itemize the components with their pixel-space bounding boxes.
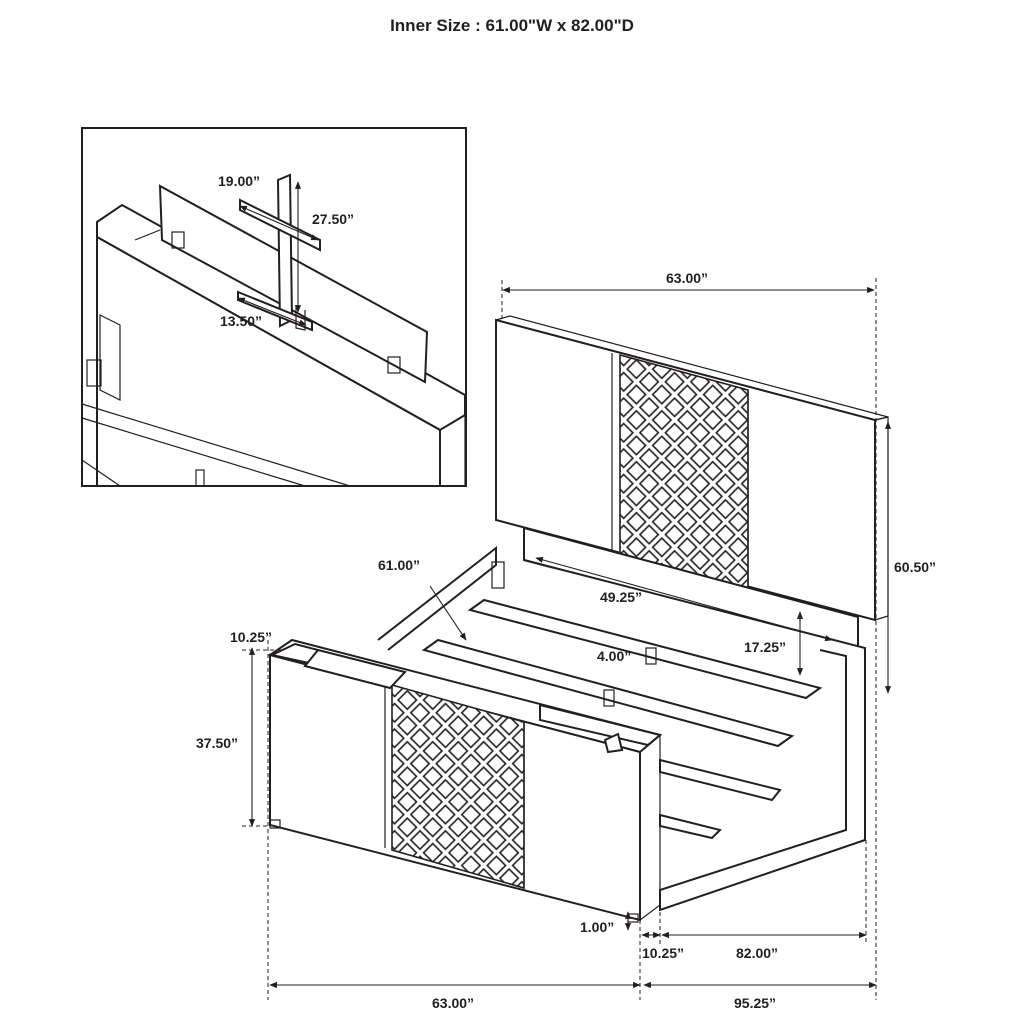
footboard-height-label: 37.50” [196,735,238,751]
headboard-height-label: 60.50” [894,559,936,575]
dimension-arrows [248,286,892,989]
inset-width-label: 19.00” [218,173,260,189]
slat-label: 4.00” [597,648,631,664]
inset-detail [81,127,467,487]
diagram-title: Inner Size : 61.00"W x 82.00"D [390,16,634,35]
inset-base-label: 13.50” [220,313,262,329]
clearance-label: 1.00” [580,919,614,935]
overall-width-bottom-label: 63.00” [432,995,474,1011]
bed-frame [267,315,889,923]
overall-length-label: 95.25” [734,995,776,1011]
overall-width-top-label: 63.00” [666,270,708,286]
shelf-width-label: 49.25” [600,589,642,605]
inner-length-label: 82.00” [736,945,778,961]
footboard-depth-label: 10.25” [230,629,272,645]
footboard-depth-bottom-label: 10.25” [642,945,684,961]
inset-height-label: 27.50” [312,211,354,227]
inner-width-label: 61.00” [378,557,420,573]
rail-height-label: 17.25” [744,639,786,655]
